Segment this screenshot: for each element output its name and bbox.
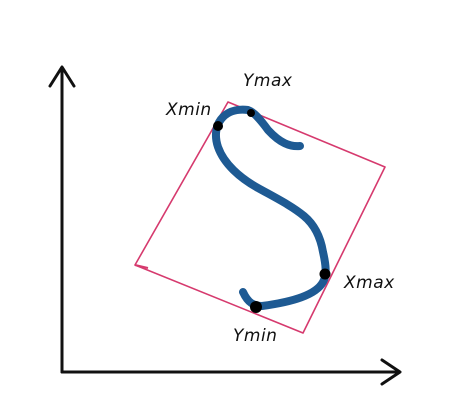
- y-axis-arrowhead: [48, 65, 76, 88]
- bounding-box: [134, 101, 386, 334]
- ymax-label: Ymax: [243, 71, 293, 91]
- x-axis-arrowhead: [380, 358, 402, 386]
- xmax-label: Xmax: [343, 273, 395, 293]
- ymax-point: [247, 109, 255, 117]
- xmax-point: [319, 268, 331, 280]
- xmin-label: Xmin: [165, 100, 212, 120]
- axes: [48, 65, 402, 386]
- ymin-point: [250, 301, 262, 313]
- xmin-point: [213, 121, 223, 131]
- ymin-label: Ymin: [233, 326, 277, 346]
- s-curve: [211, 105, 330, 310]
- bounding-box-corner-tick: [134, 264, 149, 269]
